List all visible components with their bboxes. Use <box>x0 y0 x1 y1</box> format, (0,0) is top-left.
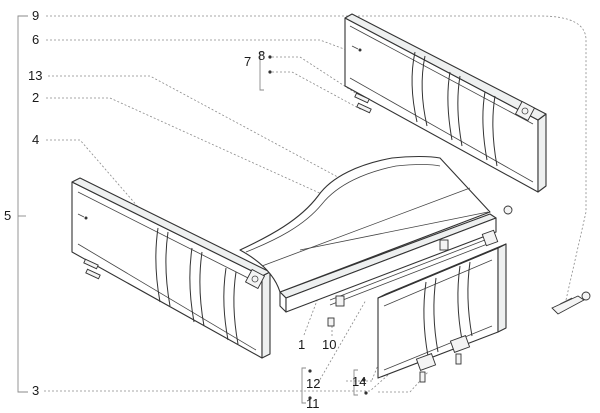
callout-labels: 9 6 13 2 4 5 3 7 8 1 10 12 14 11 <box>4 8 366 411</box>
callout-2: 2 <box>32 90 39 105</box>
callout-13: 13 <box>28 68 42 83</box>
rear-panel-part-6 <box>344 13 547 193</box>
front-panel-part-3 <box>377 229 507 383</box>
callout-14-bracket <box>353 369 358 396</box>
callout-5-bracket <box>17 15 28 393</box>
latch-part-9 <box>551 291 591 315</box>
callout-8-dot <box>268 55 272 59</box>
callout-6: 6 <box>32 32 39 47</box>
callout-1: 1 <box>298 337 305 352</box>
callout-14b-dot <box>364 391 368 395</box>
callout-12: 12 <box>306 376 320 391</box>
callout-8: 8 <box>258 48 265 63</box>
seat-cushion-part-2 <box>239 155 513 327</box>
callout-11: 11 <box>306 396 320 411</box>
callout-12-dot <box>308 369 312 373</box>
callout-4: 4 <box>32 132 39 147</box>
callout-9: 9 <box>32 8 39 23</box>
callout-11-dot <box>308 396 312 400</box>
callout-5: 5 <box>4 208 11 223</box>
callout-7: 7 <box>244 54 251 69</box>
hinge-hardware-part-7-8 <box>354 92 372 114</box>
callout-14-dot <box>362 378 366 382</box>
callout-10: 10 <box>322 337 336 352</box>
callout-3: 3 <box>32 383 39 398</box>
callout-7-bracket <box>259 51 264 91</box>
callout-14: 14 <box>352 374 366 389</box>
callout-7-dot <box>268 70 272 74</box>
callout-12-11-bracket <box>301 367 306 404</box>
side-panel-part-4 <box>71 177 271 359</box>
